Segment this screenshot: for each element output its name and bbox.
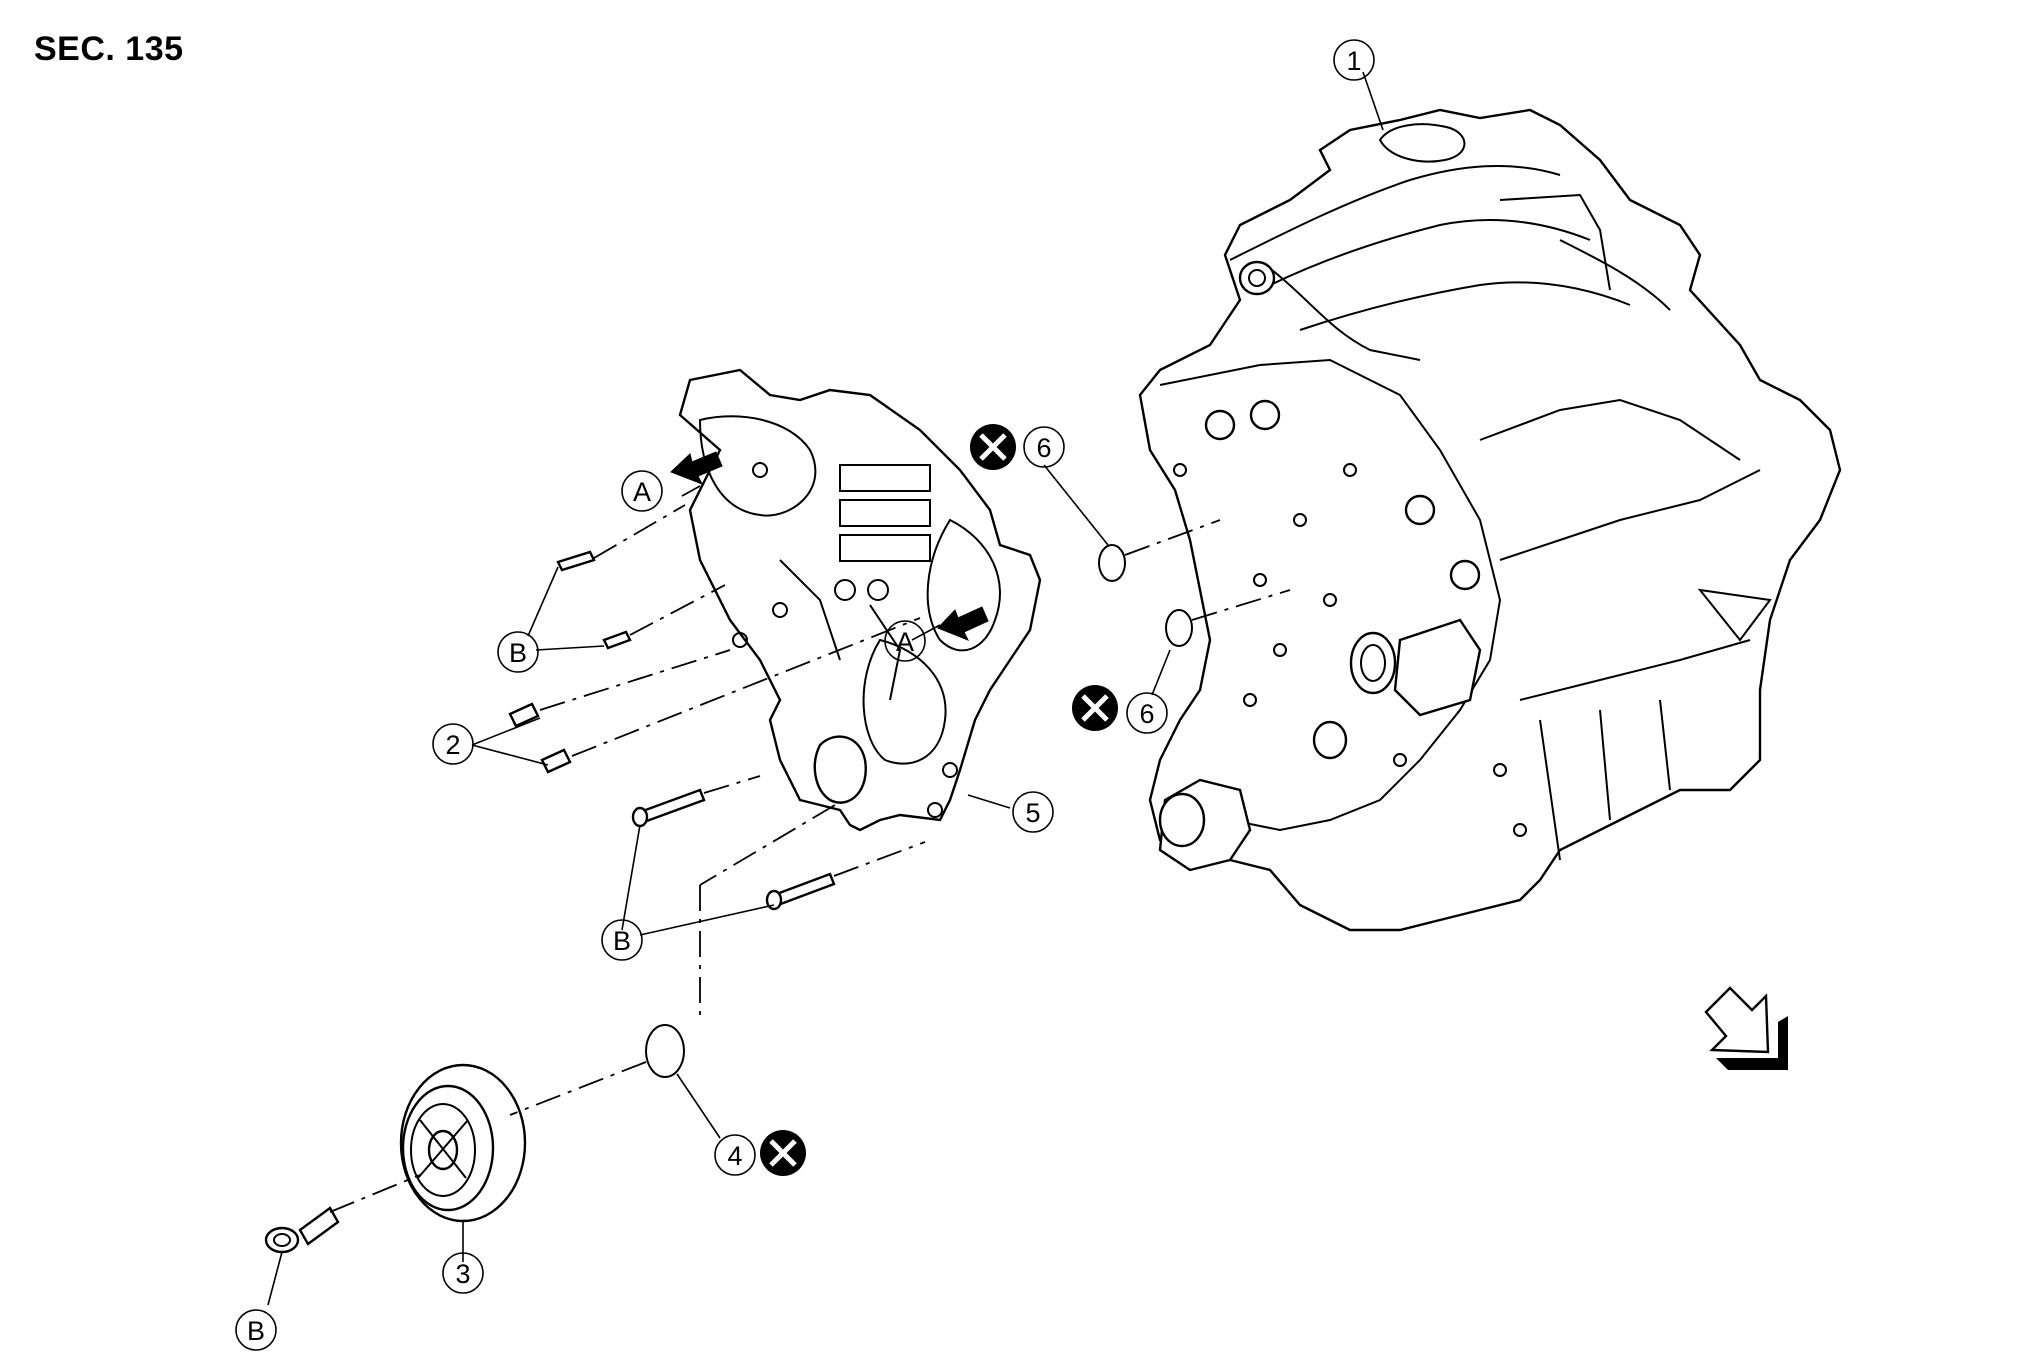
front-direction-arrow-icon bbox=[1704, 986, 1788, 1070]
letter-a-top: A bbox=[621, 470, 663, 512]
letter-b-bolt: B bbox=[235, 1309, 277, 1351]
callout-6-upper: 6 bbox=[1023, 426, 1065, 468]
front-timing-chain-case bbox=[678, 368, 1042, 832]
bolt-long-bottom bbox=[765, 872, 836, 911]
callout-1: 1 bbox=[1333, 39, 1375, 81]
letter-a-mid: A bbox=[884, 620, 926, 662]
svg-text:B: B bbox=[509, 638, 527, 668]
assembly-lines bbox=[329, 504, 1291, 1213]
svg-text:B: B bbox=[613, 926, 631, 956]
dowel-pin-upper bbox=[508, 702, 540, 728]
x-circle-icon bbox=[1072, 685, 1118, 731]
svg-text:3: 3 bbox=[455, 1259, 470, 1289]
callout-3: 3 bbox=[442, 1252, 484, 1294]
callout-6-lower: 6 bbox=[1126, 692, 1168, 734]
x-circle-icon bbox=[760, 1130, 806, 1176]
bolt-short-upper bbox=[556, 550, 596, 572]
letter-b-upper: B bbox=[497, 631, 539, 673]
svg-text:4: 4 bbox=[727, 1141, 742, 1171]
svg-text:2: 2 bbox=[445, 730, 460, 760]
pulley-bolt bbox=[264, 1206, 340, 1254]
o-ring-6-upper bbox=[1098, 544, 1126, 582]
dowel-pin-lower bbox=[540, 748, 572, 774]
svg-text:A: A bbox=[633, 477, 651, 507]
leader-lines bbox=[267, 71, 1384, 1306]
svg-text:6: 6 bbox=[1036, 433, 1051, 463]
o-ring-4 bbox=[645, 1024, 685, 1078]
bold-pointer-arrow-icon bbox=[670, 451, 989, 641]
callout-2: 2 bbox=[432, 723, 474, 765]
callout-4: 4 bbox=[714, 1134, 756, 1176]
bolt-long-lower bbox=[631, 788, 706, 828]
section-title: SEC. 135 bbox=[34, 30, 184, 68]
svg-text:6: 6 bbox=[1139, 699, 1154, 729]
engine-assembly bbox=[1138, 108, 1842, 932]
svg-text:A: A bbox=[896, 627, 914, 657]
callout-5: 5 bbox=[1012, 791, 1054, 833]
svg-text:5: 5 bbox=[1025, 798, 1040, 828]
letter-b-lower: B bbox=[601, 919, 643, 961]
crankshaft-pulley bbox=[399, 1063, 527, 1223]
bolt-short-mid bbox=[602, 630, 632, 650]
o-ring-6-lower bbox=[1165, 609, 1193, 647]
x-circle-icon bbox=[970, 424, 1016, 470]
svg-text:1: 1 bbox=[1346, 46, 1361, 76]
svg-text:B: B bbox=[247, 1316, 265, 1346]
